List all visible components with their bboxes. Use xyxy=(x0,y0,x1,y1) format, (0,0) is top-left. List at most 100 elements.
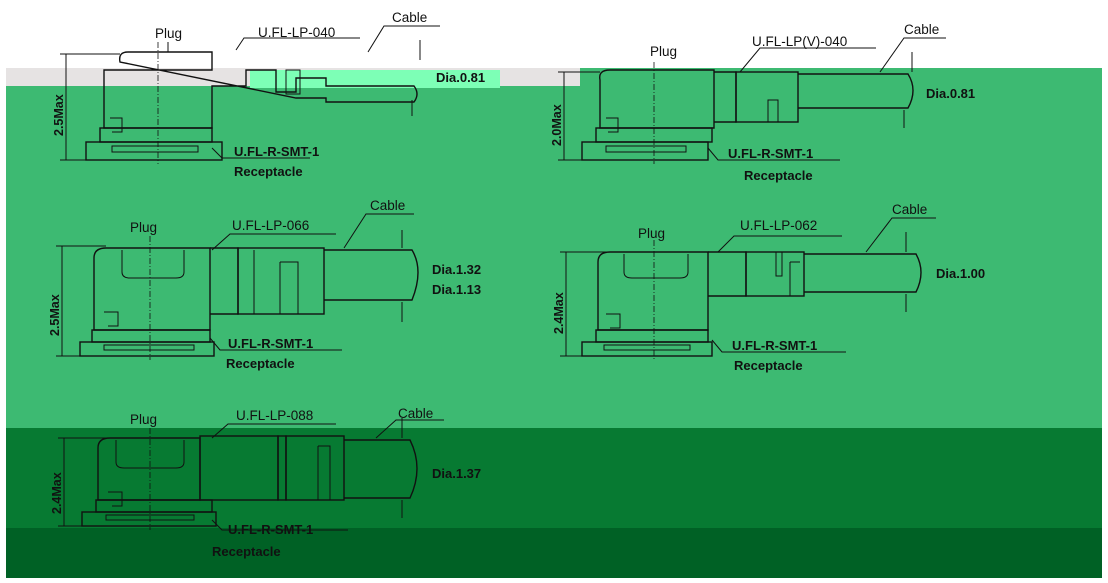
receptacle-label: Receptacle xyxy=(234,164,303,179)
receptacle-pad xyxy=(103,344,195,351)
dia-label: Dia.0.81 xyxy=(436,70,485,85)
receptacle-label: Receptacle xyxy=(226,356,295,371)
plug-latch xyxy=(104,311,119,327)
cable-leader xyxy=(375,419,444,439)
receptacle-leader xyxy=(711,339,846,353)
plug-neck xyxy=(708,251,747,297)
cable xyxy=(324,249,419,301)
receptacle-base xyxy=(581,341,713,357)
plug-latch xyxy=(606,313,621,329)
height-label: 2.5Max xyxy=(48,294,62,336)
plug-label: Plug xyxy=(130,220,157,235)
plug-collar xyxy=(91,329,211,343)
plug-cap xyxy=(115,440,185,469)
plug-label: Plug xyxy=(130,412,157,427)
receptacle-part-label: U.FL-R-SMT-1 xyxy=(228,336,313,351)
crimp-slot xyxy=(285,69,301,95)
dia-label-1: Dia.1.32 xyxy=(432,262,481,277)
plug-neck xyxy=(210,247,239,315)
cable xyxy=(798,73,914,109)
cable-leader xyxy=(367,25,440,53)
background-mint-patch xyxy=(250,70,500,88)
diagram-u-fl-lp-088: Plug U.FL-LP-088 Cable Dia.1.37 2.4Max U… xyxy=(50,406,481,559)
receptacle-part-label: U.FL-R-SMT-1 xyxy=(728,146,813,161)
plug-cap xyxy=(623,254,689,279)
receptacle-base xyxy=(85,141,223,161)
neck-body xyxy=(199,435,279,501)
crimp-body xyxy=(735,71,799,123)
plug-label: Plug xyxy=(650,44,677,59)
diagram-u-fl-lp-066: Plug U.FL-LP-066 Cable Dia.1.32 Dia.1.13… xyxy=(48,198,481,371)
part-label: U.FL-LP-066 xyxy=(232,218,309,233)
cable-leader xyxy=(879,37,946,73)
background-darker-green-band xyxy=(6,528,1102,578)
crimp-body xyxy=(745,251,805,297)
receptacle-base xyxy=(581,141,709,161)
dia-label: Dia.0.81 xyxy=(926,86,975,101)
receptacle-part-label: U.FL-R-SMT-1 xyxy=(228,522,313,537)
plug-latch xyxy=(108,491,123,507)
receptacle-part-label: U.FL-R-SMT-1 xyxy=(234,144,319,159)
part-label: U.FL-LP-040 xyxy=(258,25,335,40)
height-label: 2.4Max xyxy=(552,292,566,334)
crimp-slot xyxy=(317,445,331,500)
background-green-band xyxy=(6,86,1102,428)
height-label: 2.5Max xyxy=(52,94,66,136)
receptacle-pad xyxy=(605,145,687,153)
diagram-u-fl-lp-v-040: Plug U.FL-LP(V)-040 Cable Dia.0.81 2.0Ma… xyxy=(550,22,975,183)
plug-cap xyxy=(121,250,185,279)
receptacle-part-label: U.FL-R-SMT-1 xyxy=(732,338,817,353)
crimp-slot xyxy=(767,99,779,123)
receptacle-base xyxy=(81,511,217,527)
dia-label: Dia.1.00 xyxy=(936,266,985,281)
dia-label-2: Dia.1.13 xyxy=(432,282,481,297)
receptacle-pad xyxy=(603,344,691,351)
plug-label: Plug xyxy=(638,226,665,241)
plug-latch xyxy=(606,117,619,133)
receptacle-leader xyxy=(209,337,342,351)
plug-collar xyxy=(99,127,213,143)
plug-body xyxy=(93,247,211,331)
part-leader xyxy=(235,37,360,51)
part-leader xyxy=(211,233,336,251)
receptacle-label: Receptacle xyxy=(744,168,813,183)
crimp-slot xyxy=(253,250,299,314)
neck-ring xyxy=(277,435,287,501)
receptacle-pad xyxy=(111,145,199,153)
height-label: 2.0Max xyxy=(550,104,564,146)
crimp-body xyxy=(285,435,345,501)
cable xyxy=(804,253,922,293)
plug-body xyxy=(599,69,715,129)
cable-label: Cable xyxy=(892,202,927,217)
cable-label: Cable xyxy=(904,22,939,37)
cable xyxy=(344,439,418,499)
background-green-band-top xyxy=(580,68,1102,88)
receptacle-base xyxy=(79,341,215,357)
part-leader xyxy=(739,47,876,73)
diagram-u-fl-lp-040: Plug U.FL-LP-040 Cable Dia.0.81 2.5Max U… xyxy=(52,10,485,179)
crimp-slot xyxy=(775,252,800,296)
receptacle-leader xyxy=(707,147,840,161)
plug-collar xyxy=(595,329,709,343)
plug-body xyxy=(103,51,418,129)
cable-leader xyxy=(865,217,936,253)
part-label: U.FL-LP-088 xyxy=(236,408,313,423)
receptacle-leader xyxy=(211,147,310,159)
part-label: U.FL-LP-062 xyxy=(740,218,817,233)
part-leader xyxy=(717,235,842,253)
crimp-body xyxy=(237,247,325,315)
cable-label: Cable xyxy=(370,198,405,213)
height-label: 2.4Max xyxy=(50,472,64,514)
cable-label: Cable xyxy=(392,10,427,25)
plug-latch xyxy=(110,117,123,133)
cable-label: Cable xyxy=(398,406,433,421)
receptacle-label: Receptacle xyxy=(734,358,803,373)
part-leader xyxy=(211,423,336,439)
cable-leader xyxy=(343,213,414,249)
plug-label: Plug xyxy=(155,26,182,41)
receptacle-label: Receptacle xyxy=(212,544,281,559)
plug-body xyxy=(597,251,709,331)
receptacle-leader xyxy=(211,519,348,531)
diagram-u-fl-lp-062: Plug U.FL-LP-062 Cable Dia.1.00 2.4Max U… xyxy=(552,202,985,373)
